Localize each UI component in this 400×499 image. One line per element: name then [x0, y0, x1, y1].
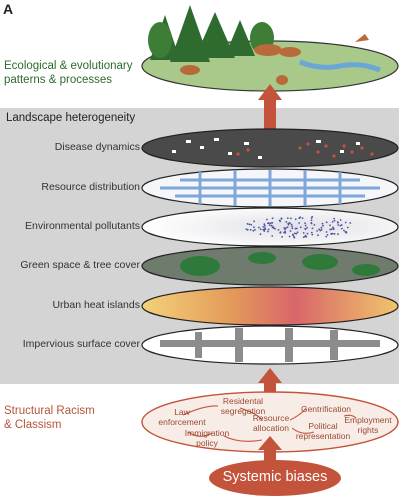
structural-label: Structural Racism & Classism — [4, 405, 95, 431]
impervious-disc — [141, 325, 399, 365]
systemic-biases-oval — [209, 460, 341, 496]
systemic-biases-label: Systemic biases — [222, 469, 328, 485]
ecological-disc — [141, 5, 399, 92]
layer-label-green-space: Green space & tree cover — [20, 259, 140, 271]
driver-law-enforcement: Law enforcement — [158, 407, 206, 427]
disease-disc — [141, 128, 399, 168]
resource-disc — [141, 168, 399, 208]
driver-residential-segregation: Residental segregation — [220, 396, 266, 416]
driver-political-representation: Political representation — [295, 421, 351, 441]
layer-label-disease: Disease dynamics — [54, 141, 140, 153]
landscape-title: Landscape heterogeneity — [6, 112, 136, 124]
layer-label-resource: Resource distribution — [41, 181, 140, 193]
ecological-label: Ecological & evolutionary patterns & pro… — [4, 60, 133, 86]
layer-label-impervious: Impervious surface cover — [22, 338, 140, 350]
arrow-biases-to-structural — [258, 436, 282, 464]
arrow-landscape-to-ecology — [258, 84, 282, 134]
panel-letter: A — [3, 1, 14, 17]
heat-disc — [141, 286, 399, 326]
driver-resource-allocation: Resource allocation — [252, 413, 290, 433]
driver-gentrification: Gentrification — [300, 404, 352, 414]
layer-label-pollutants: Environmental pollutants — [25, 220, 140, 232]
animal-silhouettes — [180, 34, 369, 85]
structural-disc — [141, 391, 399, 453]
layer-label-heat: Urban heat islands — [52, 299, 140, 311]
driver-employment-rights: Employment rights — [344, 415, 392, 435]
driver-immigration-policy: Immigration policy — [184, 428, 230, 448]
pollutants-disc — [141, 207, 399, 247]
green-space-disc — [141, 246, 399, 286]
